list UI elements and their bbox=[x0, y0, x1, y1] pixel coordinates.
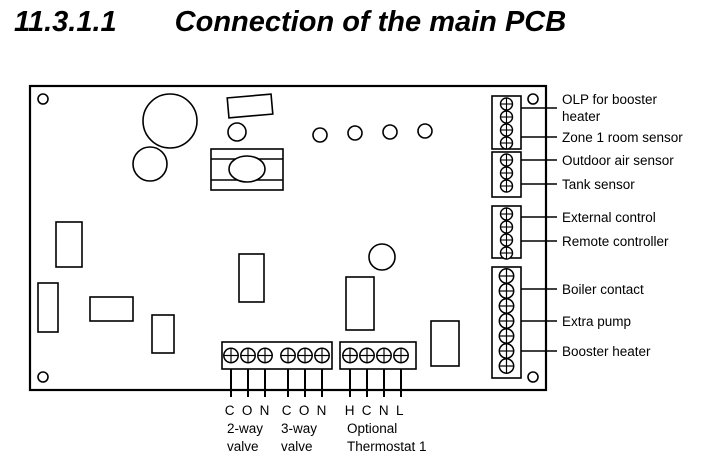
screw-terminal bbox=[314, 347, 330, 364]
component-capacitor-small bbox=[312, 127, 328, 143]
component-rect-tilted bbox=[226, 93, 274, 119]
screw-terminal bbox=[499, 246, 514, 260]
component-relay bbox=[151, 314, 175, 354]
label-external-control: External control bbox=[562, 210, 656, 225]
section-title: Connection of the main PCB bbox=[174, 6, 567, 38]
screw-terminal bbox=[499, 179, 514, 193]
component-relay bbox=[238, 253, 265, 303]
mounting-hole bbox=[37, 93, 49, 105]
label-booster-heater: Booster heater bbox=[562, 344, 651, 359]
screw-terminal bbox=[499, 123, 514, 137]
screw-terminal bbox=[498, 328, 515, 344]
mounting-hole bbox=[37, 371, 49, 383]
screw-terminal bbox=[280, 347, 296, 364]
component-relay bbox=[345, 276, 375, 331]
section-heading: 11.3.1.1 Connection of the main PCB bbox=[0, 0, 708, 40]
screw-terminal bbox=[499, 207, 514, 221]
component-transformer bbox=[210, 148, 284, 191]
screw-terminal bbox=[257, 347, 273, 364]
label-zone1-room-sensor: Zone 1 room sensor bbox=[562, 130, 683, 145]
screw-terminal bbox=[499, 153, 514, 167]
label-boiler-contact: Boiler contact bbox=[562, 282, 644, 297]
label-3way-line1: 3-way bbox=[281, 421, 317, 436]
component-relay bbox=[89, 296, 134, 322]
terminal-block-power bbox=[491, 266, 522, 379]
screw-terminal bbox=[499, 110, 514, 124]
screw-terminal bbox=[498, 298, 515, 314]
component-capacitor-small bbox=[382, 124, 398, 140]
label-outdoor-air-sensor: Outdoor air sensor bbox=[562, 153, 674, 168]
screw-terminal bbox=[499, 220, 514, 234]
section-number: 11.3.1.1 bbox=[14, 6, 117, 38]
component-capacitor-small bbox=[368, 243, 396, 271]
label-remote-controller: Remote controller bbox=[562, 234, 669, 249]
terminal-block-sensors-top bbox=[491, 95, 522, 150]
label-olp-line2: heater bbox=[562, 109, 601, 124]
screw-terminal bbox=[498, 313, 515, 329]
screw-terminal bbox=[499, 136, 514, 150]
screw-terminal bbox=[376, 347, 392, 364]
terminal-strip-thermostat bbox=[339, 341, 417, 370]
mounting-hole bbox=[527, 93, 539, 105]
component-capacitor-small bbox=[347, 125, 363, 141]
pcb-board bbox=[28, 84, 548, 392]
label-2way-line1: 2-way bbox=[227, 421, 263, 436]
screw-terminal bbox=[240, 347, 256, 364]
component-capacitor-small bbox=[417, 123, 433, 139]
label-extra-pump: Extra pump bbox=[562, 314, 631, 329]
component-capacitor-large bbox=[142, 93, 198, 149]
screw-terminal bbox=[498, 343, 515, 359]
screw-terminal bbox=[498, 268, 515, 284]
screw-terminal bbox=[297, 347, 313, 364]
terminals-thermostat: H C N L bbox=[345, 403, 406, 418]
terminal-strip-valves bbox=[221, 341, 333, 370]
terminals-3way: C O N bbox=[282, 403, 329, 418]
component-relay bbox=[37, 282, 59, 333]
screw-terminal bbox=[223, 347, 239, 364]
screw-terminal bbox=[498, 358, 515, 374]
mounting-hole bbox=[527, 371, 539, 383]
screw-terminal bbox=[393, 347, 409, 364]
screw-terminal bbox=[342, 347, 358, 364]
screw-terminal bbox=[499, 233, 514, 247]
label-olp-line1: OLP for booster bbox=[562, 92, 658, 107]
component-capacitor-medium bbox=[132, 146, 168, 182]
screw-terminal bbox=[359, 347, 375, 364]
label-2way-line2: valve bbox=[227, 439, 259, 454]
terminal-block-control bbox=[491, 205, 522, 260]
label-tank-sensor: Tank sensor bbox=[562, 177, 635, 192]
pcb-diagram: OLP for booster heater Zone 1 room senso… bbox=[28, 84, 683, 454]
label-3way-line2: valve bbox=[281, 439, 313, 454]
terminals-2way: C O N bbox=[225, 403, 272, 418]
screw-terminal bbox=[499, 166, 514, 180]
screw-terminal bbox=[499, 97, 514, 111]
component-relay bbox=[55, 221, 83, 268]
component-capacitor-small bbox=[227, 122, 247, 142]
component-relay bbox=[430, 320, 460, 367]
terminal-block-sensors-mid bbox=[491, 151, 522, 198]
label-thermostat-line1: Optional bbox=[347, 421, 397, 436]
label-thermostat-line2: Thermostat 1 bbox=[347, 439, 427, 454]
screw-terminal bbox=[498, 283, 515, 299]
